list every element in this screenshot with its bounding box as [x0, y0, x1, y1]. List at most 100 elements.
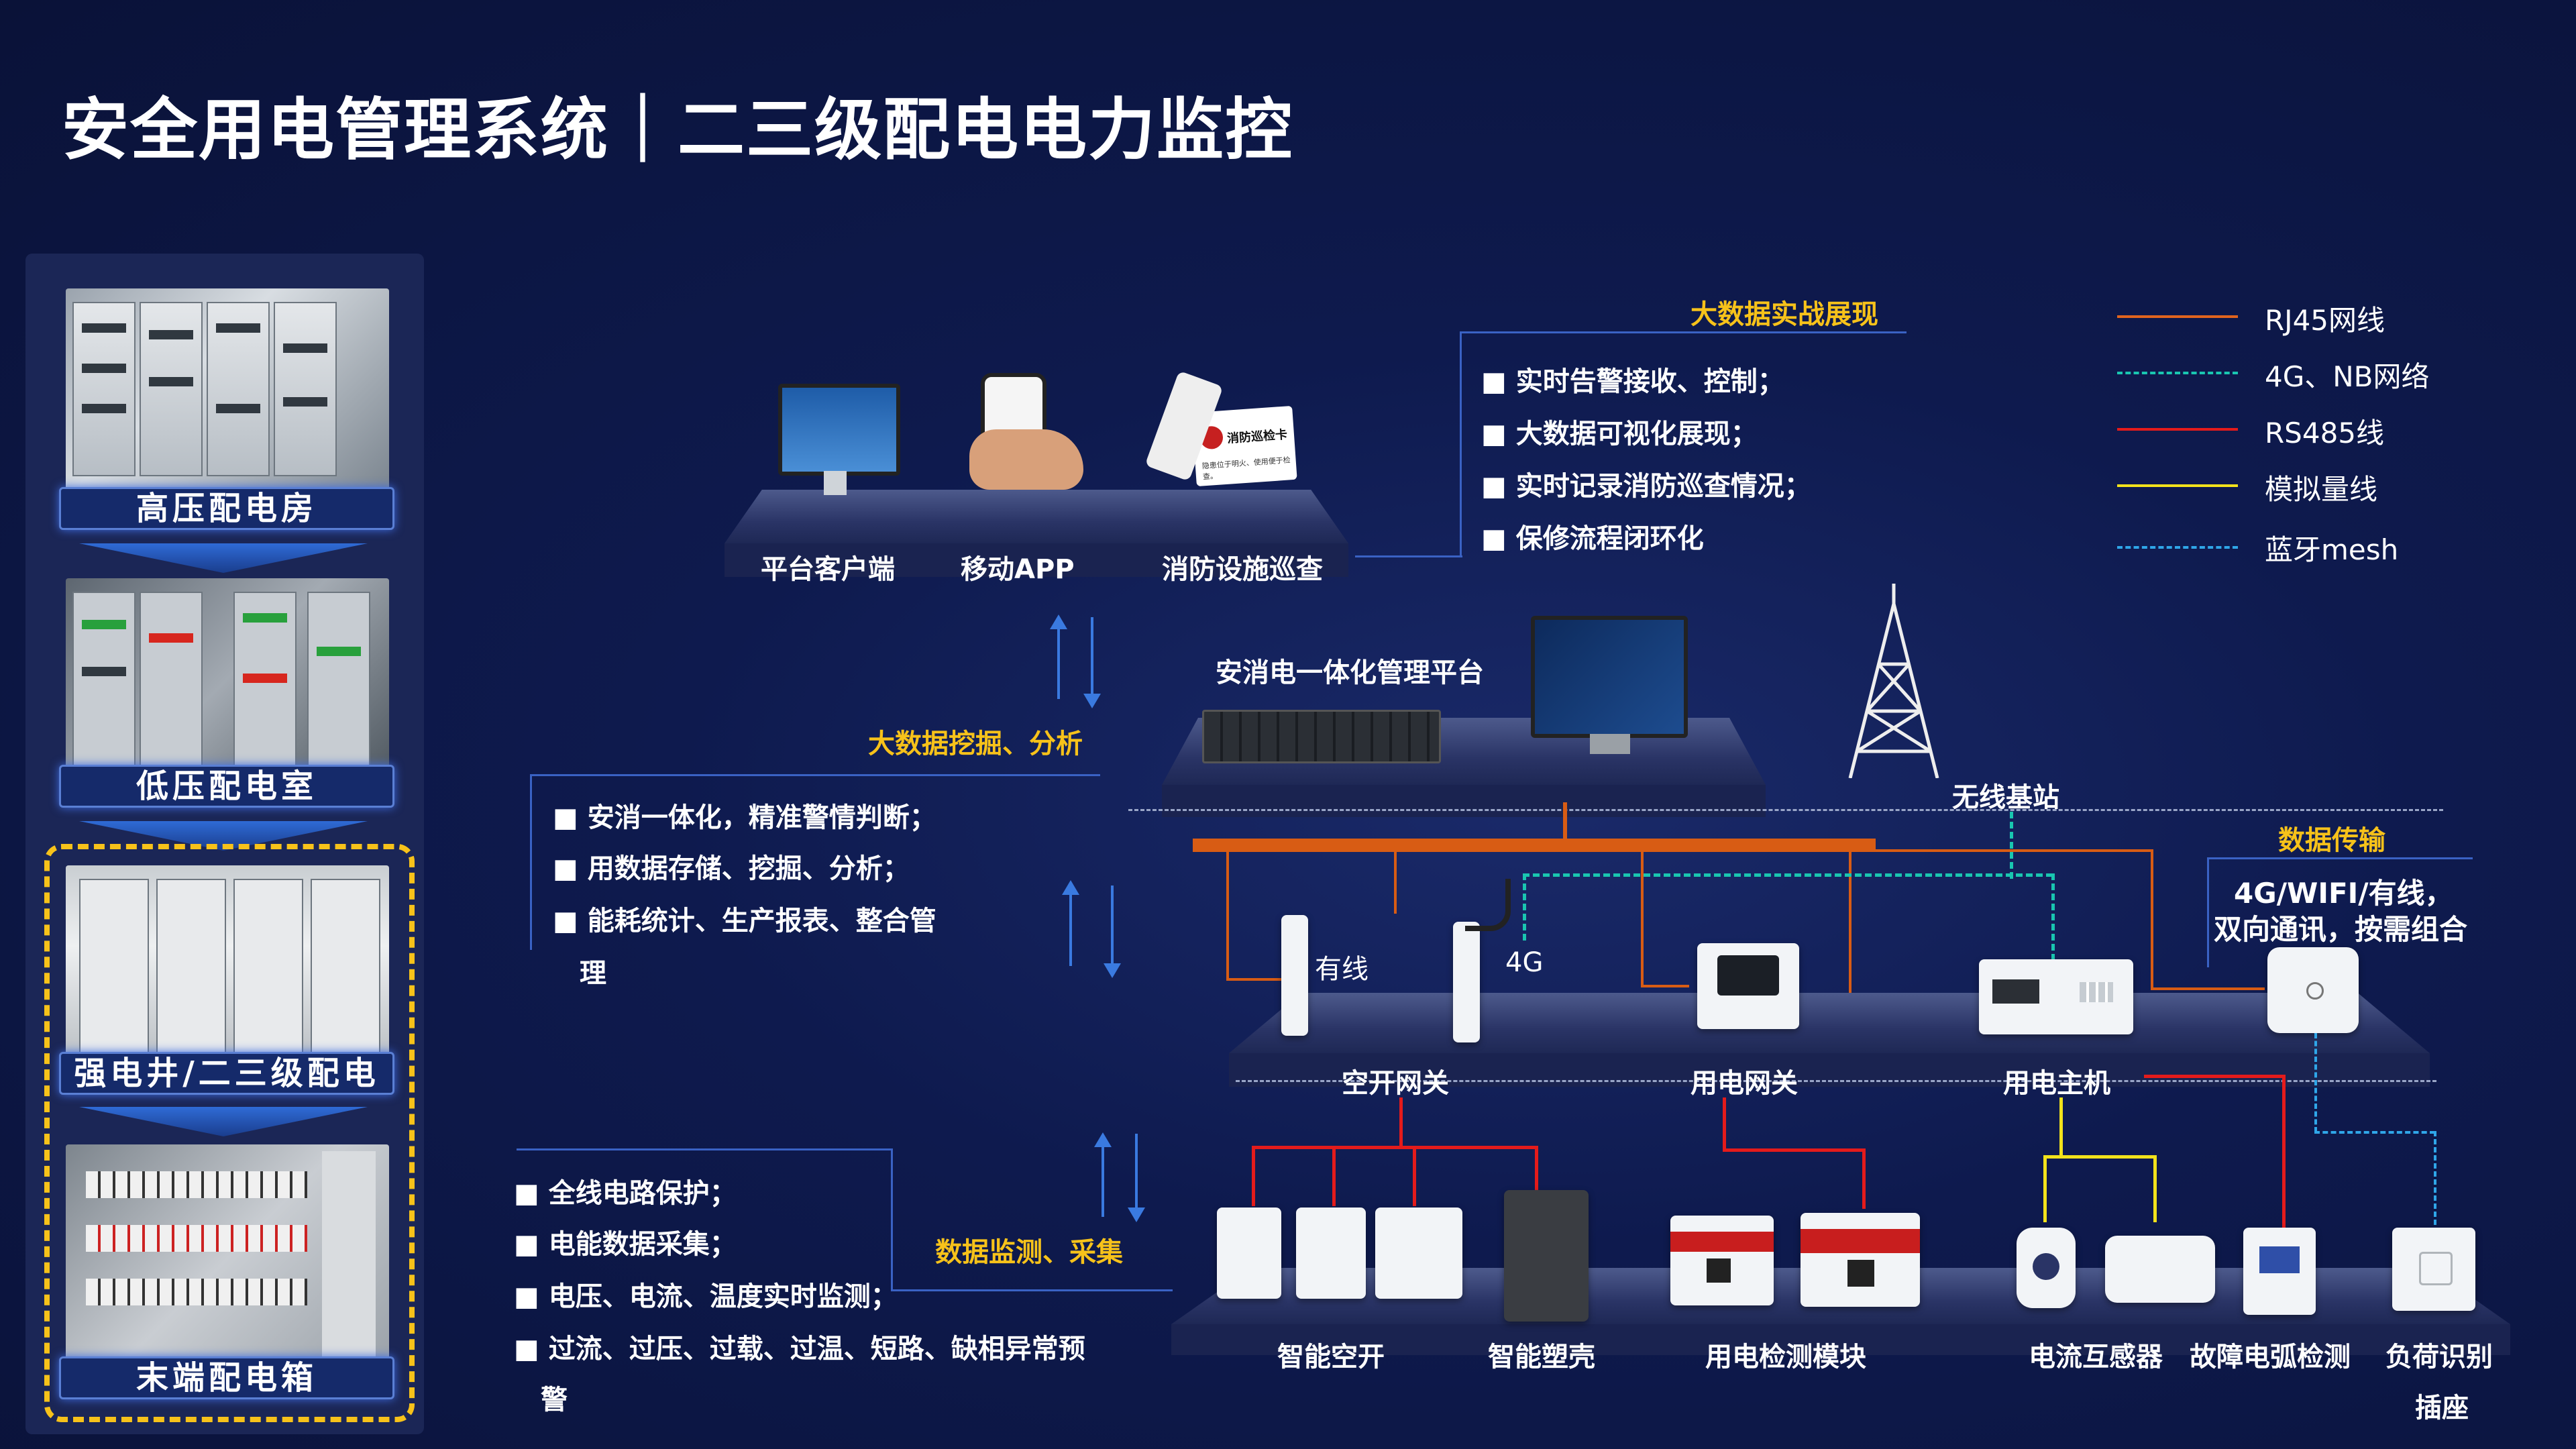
top-bullet: ■ 实时记录消防巡查情况； — [1481, 471, 1811, 502]
connector-line — [891, 1148, 893, 1291]
monitor-stand-icon — [824, 471, 847, 495]
connector-line — [1355, 555, 1462, 557]
connector-line — [530, 774, 1100, 776]
server-icon — [1202, 710, 1441, 763]
wireless-ap-device — [2267, 947, 2359, 1033]
4g-line — [1523, 873, 2053, 877]
radio-tower-icon — [1843, 584, 1944, 779]
legend-label-analog: 模拟量线 — [2265, 473, 2378, 506]
down-arrowhead-icon — [1083, 694, 1101, 708]
rs485-line — [2282, 1075, 2286, 1230]
down-arrowhead-icon — [1128, 1208, 1145, 1222]
rs485-line — [1723, 1148, 1864, 1152]
transmission-header: 数据传输 — [2278, 825, 2385, 856]
middle-bullet: ■ 安消一体化，精准警情判断； — [553, 802, 936, 833]
legend-label-rj45: RJ45网线 — [2265, 304, 2385, 337]
4g-line — [2010, 812, 2013, 879]
current-transformer-device — [2105, 1236, 2215, 1303]
legend-line-4g — [2117, 372, 2238, 374]
top-platform-edge — [724, 543, 1348, 577]
top-bullet: ■ 保修流程闭环化 — [1481, 523, 1704, 554]
up-arrowhead-icon — [1050, 614, 1067, 629]
rj45-line — [2151, 849, 2153, 989]
4g-line — [2051, 873, 2055, 961]
platform-title: 安消电一体化管理平台 — [1216, 657, 1484, 688]
connector-line — [530, 774, 532, 950]
4g-gateway-device — [1453, 922, 1480, 1042]
rs485-line — [1535, 1146, 1538, 1193]
stage-label-high: 高压配电房 — [59, 487, 394, 530]
analog-line — [2043, 1155, 2156, 1159]
connector-line — [1460, 331, 1907, 333]
inspection-card-sub: 隐患位于明火、使用便于检查。 — [1201, 455, 1291, 482]
bottom-label-load: 负荷识别 — [2385, 1342, 2493, 1373]
stage-label-terminal: 末端配电箱 — [59, 1356, 394, 1399]
power-host-device — [1979, 959, 2133, 1034]
rs485-line — [1252, 1146, 1255, 1206]
device-label-client: 平台客户端 — [761, 554, 895, 585]
connector-line — [891, 1289, 1173, 1291]
connector-line — [517, 1148, 892, 1150]
detection-module-device — [1801, 1213, 1920, 1307]
rj45-line — [1226, 851, 1229, 979]
gateway-label-power: 用电网关 — [1690, 1068, 1798, 1099]
low-voltage-photo — [66, 578, 389, 780]
bluetooth-line — [2434, 1131, 2436, 1225]
legend-line-analog — [2117, 484, 2238, 487]
up-arrowhead-icon — [1062, 880, 1079, 895]
display-screen-icon — [1531, 616, 1688, 738]
antenna-icon — [1465, 879, 1511, 931]
legend-label-rs485: RS485线 — [2265, 417, 2385, 449]
legend-line-rj45 — [2117, 315, 2238, 318]
wired-label: 有线 — [1315, 954, 1368, 985]
4g-label: 4G — [1505, 947, 1544, 978]
bottom-bullet: ■ 电能数据采集； — [514, 1229, 737, 1260]
bottom-platform-edge — [1171, 1324, 2510, 1355]
middle-bullet: ■ 用数据存储、挖掘、分析； — [553, 853, 910, 884]
terminal-box-photo — [66, 1144, 389, 1373]
middle-bullet: 理 — [580, 958, 606, 989]
page-title: 安全用电管理系统｜二三级配电电力监控 — [62, 91, 1293, 169]
up-arrow-icon — [1069, 885, 1072, 966]
rs485-line — [1723, 1097, 1726, 1148]
bottom-label-ct: 电流互感器 — [2029, 1342, 2163, 1373]
bottom-label-socket: 插座 — [2415, 1393, 2469, 1424]
up-arrow-icon — [1102, 1138, 1104, 1217]
top-bullet: ■ 实时告警接收、控制； — [1481, 366, 1784, 397]
legend-line-bluetooth — [2117, 546, 2238, 549]
arc-fault-detector-device — [2243, 1228, 2316, 1315]
top-platform — [724, 490, 1348, 543]
down-arrow-icon — [1111, 885, 1114, 966]
bottom-bullet: ■ 过流、过压、过载、过温、短路、缺相异常预 — [514, 1334, 1085, 1364]
rj45-line — [1876, 849, 2153, 852]
bottom-label-molded: 智能塑壳 — [1488, 1342, 1595, 1373]
monitor-icon — [778, 384, 900, 476]
socket-device — [2392, 1228, 2475, 1311]
smart-breaker-device — [1217, 1208, 1281, 1299]
stage-label-shaft: 强电井/二三级配电 — [59, 1052, 394, 1095]
rj45-line — [1641, 985, 1689, 987]
rj45-line — [1226, 978, 1287, 981]
rs485-line — [1413, 1146, 1416, 1206]
bluetooth-line — [2314, 1131, 2435, 1134]
rs485-line — [2144, 1075, 2285, 1078]
connector-line — [1460, 331, 1462, 555]
up-arrow-icon — [1057, 619, 1060, 699]
wired-gateway-device — [1281, 915, 1308, 1036]
rs485-line — [1399, 1097, 1403, 1146]
station-label: 无线基站 — [1952, 782, 2059, 813]
down-arrowhead-icon — [1104, 963, 1121, 978]
up-arrowhead-icon — [1094, 1132, 1112, 1147]
bottom-label-breaker: 智能空开 — [1277, 1342, 1385, 1373]
hand-icon — [969, 429, 1083, 490]
legend-label-4g: 4G、NB网络 — [2265, 360, 2430, 393]
gateway-platform — [1229, 993, 2430, 1053]
rj45-line — [1394, 851, 1397, 914]
rs485-line — [1252, 1146, 1538, 1149]
top-header: 大数据实战展现 — [1690, 299, 1878, 330]
bottom-bullet: 警 — [541, 1385, 568, 1415]
bottom-bullet: ■ 全线电路保护； — [514, 1178, 737, 1209]
bluetooth-mesh-line — [1128, 809, 2443, 811]
transmission-text: 4G/WIFI/有线， — [2234, 877, 2453, 910]
high-voltage-photo — [66, 288, 389, 490]
